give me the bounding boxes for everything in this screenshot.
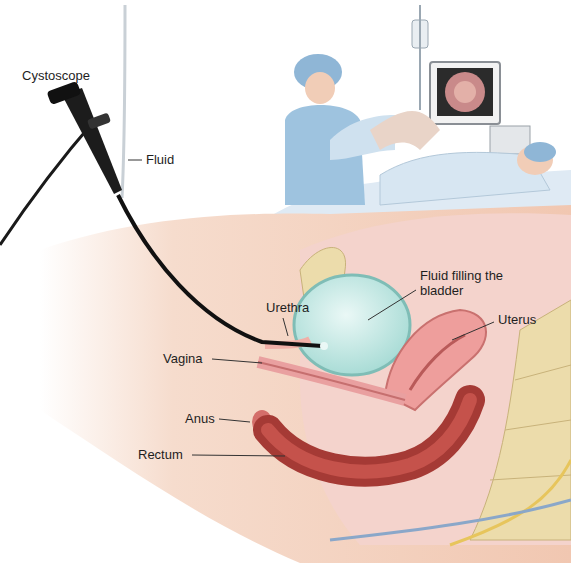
part-label: Rectum [138, 447, 183, 462]
part-label: Vagina [163, 351, 203, 366]
part-label: Urethra [266, 300, 309, 315]
part-label: Anus [185, 411, 215, 426]
part-label: Fluid filling the bladder [420, 268, 528, 298]
part-label: Cystoscope [22, 68, 90, 83]
cystoscope [0, 5, 328, 350]
procedure-scene [250, 5, 571, 230]
pelvic-cross-section [40, 205, 571, 563]
leader-lines [128, 160, 494, 456]
part-label: Uterus [498, 312, 536, 327]
part-label: Fluid [146, 152, 174, 167]
